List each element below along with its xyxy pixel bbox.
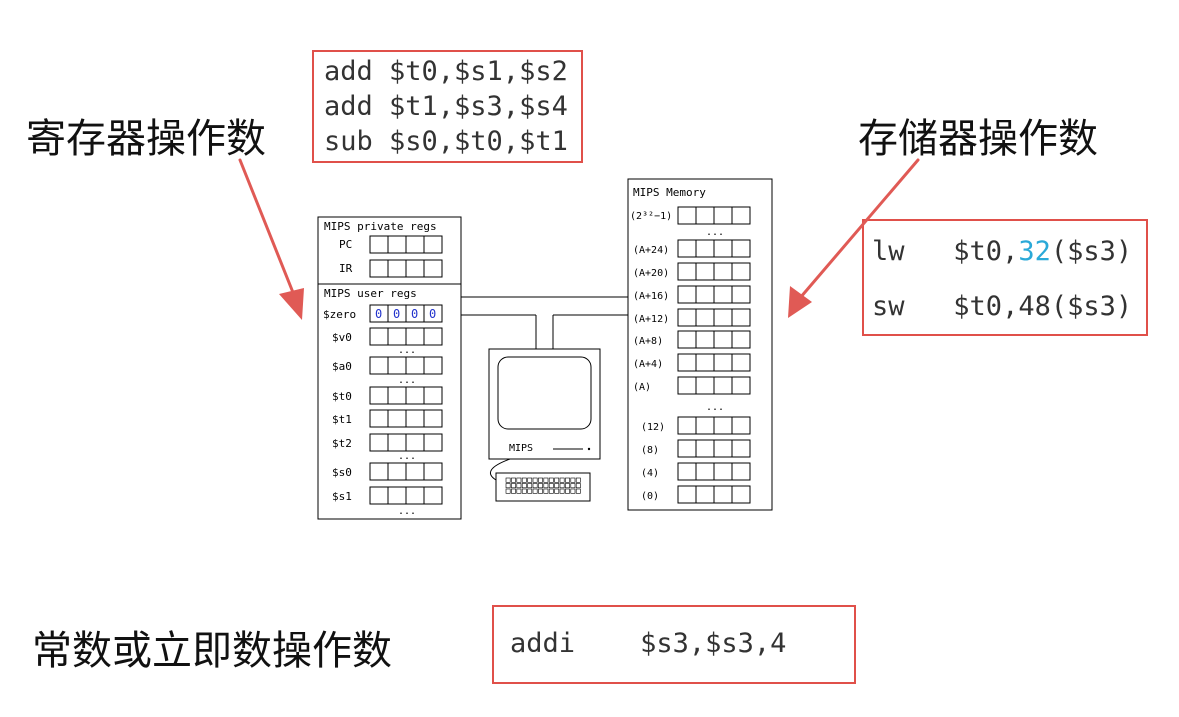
ellipsis: ... [398, 345, 416, 356]
reg-label: $t1 [332, 413, 352, 426]
register-cells [369, 486, 443, 505]
ellipsis: ... [706, 402, 724, 413]
memory-address-label: (A) [633, 382, 651, 393]
memory-address-label: (0) [641, 491, 659, 502]
memory-address-label: (A+24) [633, 245, 669, 256]
keyboard-cable [489, 458, 511, 481]
register-arrow [238, 158, 304, 320]
memory-address-label: (12) [641, 422, 665, 433]
user-regs-panel: MIPS user regs $zero $v0 $a0 $t0 $t1 $t2 $s0 $… [317, 283, 462, 520]
code-line: sub $s0,$t0,$t1 [324, 126, 568, 157]
ellipsis: ... [706, 227, 724, 238]
reg-label-ir: IR [339, 262, 353, 275]
register-cells [369, 462, 443, 481]
arguments: $t0,48($s3) [953, 291, 1133, 322]
immediate-code-box: addi $s3,$s3,4 [492, 605, 856, 684]
register-cells [369, 433, 443, 452]
ellipsis: ... [398, 506, 416, 517]
memory-address-label: (A+8) [633, 336, 663, 347]
register-cells [369, 327, 443, 346]
register-cells [369, 409, 443, 428]
zero-value: 0 [429, 307, 436, 321]
memory-cells [677, 239, 751, 258]
reg-label: $t2 [332, 437, 352, 450]
ellipsis: ... [398, 451, 416, 462]
bus-wires [461, 296, 628, 349]
private-regs-title: MIPS private regs [324, 220, 437, 233]
reg-label: $a0 [332, 360, 352, 373]
reg-label-pc: PC [339, 238, 352, 251]
code-line: add $t1,$s3,$s4 [324, 91, 568, 122]
opcode: sw [872, 291, 905, 322]
opcode: lw [872, 236, 905, 267]
memory-panel: MIPS Memory (2³²−1) (A+24) (A+20) (A+16) (A… [627, 178, 773, 511]
reg-label-zero: $zero [323, 308, 356, 321]
zero-value: 0 [393, 307, 400, 321]
register-cells [369, 356, 443, 375]
arrowhead [788, 286, 812, 318]
memory-cells [677, 285, 751, 304]
code-line: add $t0,$s1,$s2 [324, 56, 568, 87]
register-code-box: add $t0,$s1,$s2 add $t1,$s3,$s4 sub $s0,… [312, 50, 583, 163]
memory-address-label: (4) [641, 468, 659, 479]
arrowhead [279, 288, 304, 320]
reg-label: $v0 [332, 331, 352, 344]
screen [497, 356, 592, 430]
ellipsis: ... [398, 375, 416, 386]
arguments: $s3,$s3,4 [640, 628, 787, 659]
memory-address-label: (A+16) [633, 291, 669, 302]
memory-cells [677, 308, 751, 327]
memory-address-label: (A+12) [633, 314, 669, 325]
memory-arrow [788, 158, 920, 318]
reg-label: $s0 [332, 466, 352, 479]
memory-operand-label: 存储器操作数 [858, 116, 1098, 162]
memory-cells [677, 262, 751, 281]
ir-register-cells [369, 259, 443, 278]
opcode: addi [510, 628, 576, 659]
base-register: ($s3) [1050, 236, 1133, 267]
immediate-operand-label: 常数或立即数操作数 [32, 628, 392, 674]
code-line-addi: addi $s3,$s3,4 [510, 627, 786, 661]
memory-cells [677, 462, 751, 481]
memory-cells [677, 353, 751, 372]
computer-illustration: MIPS [488, 348, 601, 502]
memory-address-label: (A+4) [633, 359, 663, 370]
zero-value: 0 [375, 307, 382, 321]
zero-value: 0 [411, 307, 418, 321]
memory-cells [677, 416, 751, 435]
register-operand-label: 寄存器操作数 [26, 116, 266, 162]
memory-cells [677, 330, 751, 349]
reg-label: $s1 [332, 490, 352, 503]
private-regs-panel: MIPS private regs PC IR [317, 216, 462, 285]
memory-address-label: (8) [641, 445, 659, 456]
code-line-sw: sw $t0,48($s3) [872, 290, 1132, 324]
memory-cells [677, 376, 751, 395]
memory-cells [677, 485, 751, 504]
register-cells [369, 386, 443, 405]
computer-label: MIPS [509, 443, 533, 454]
memory-address-label: (A+20) [633, 268, 669, 279]
code-line-lw: lw $t0,32($s3) [872, 235, 1132, 269]
memory-code-box: lw $t0,32($s3) sw $t0,48($s3) [862, 219, 1148, 336]
user-regs-title: MIPS user regs [324, 287, 417, 300]
mem-label-top: (2³²−1) [630, 211, 672, 222]
reg-label: $t0 [332, 390, 352, 403]
pc-register-cells [369, 235, 443, 254]
memory-title: MIPS Memory [633, 186, 706, 199]
offset-number: 32 [1018, 236, 1051, 267]
memory-top-cells [677, 206, 751, 225]
register: $t0, [953, 236, 1019, 267]
memory-cells [677, 439, 751, 458]
